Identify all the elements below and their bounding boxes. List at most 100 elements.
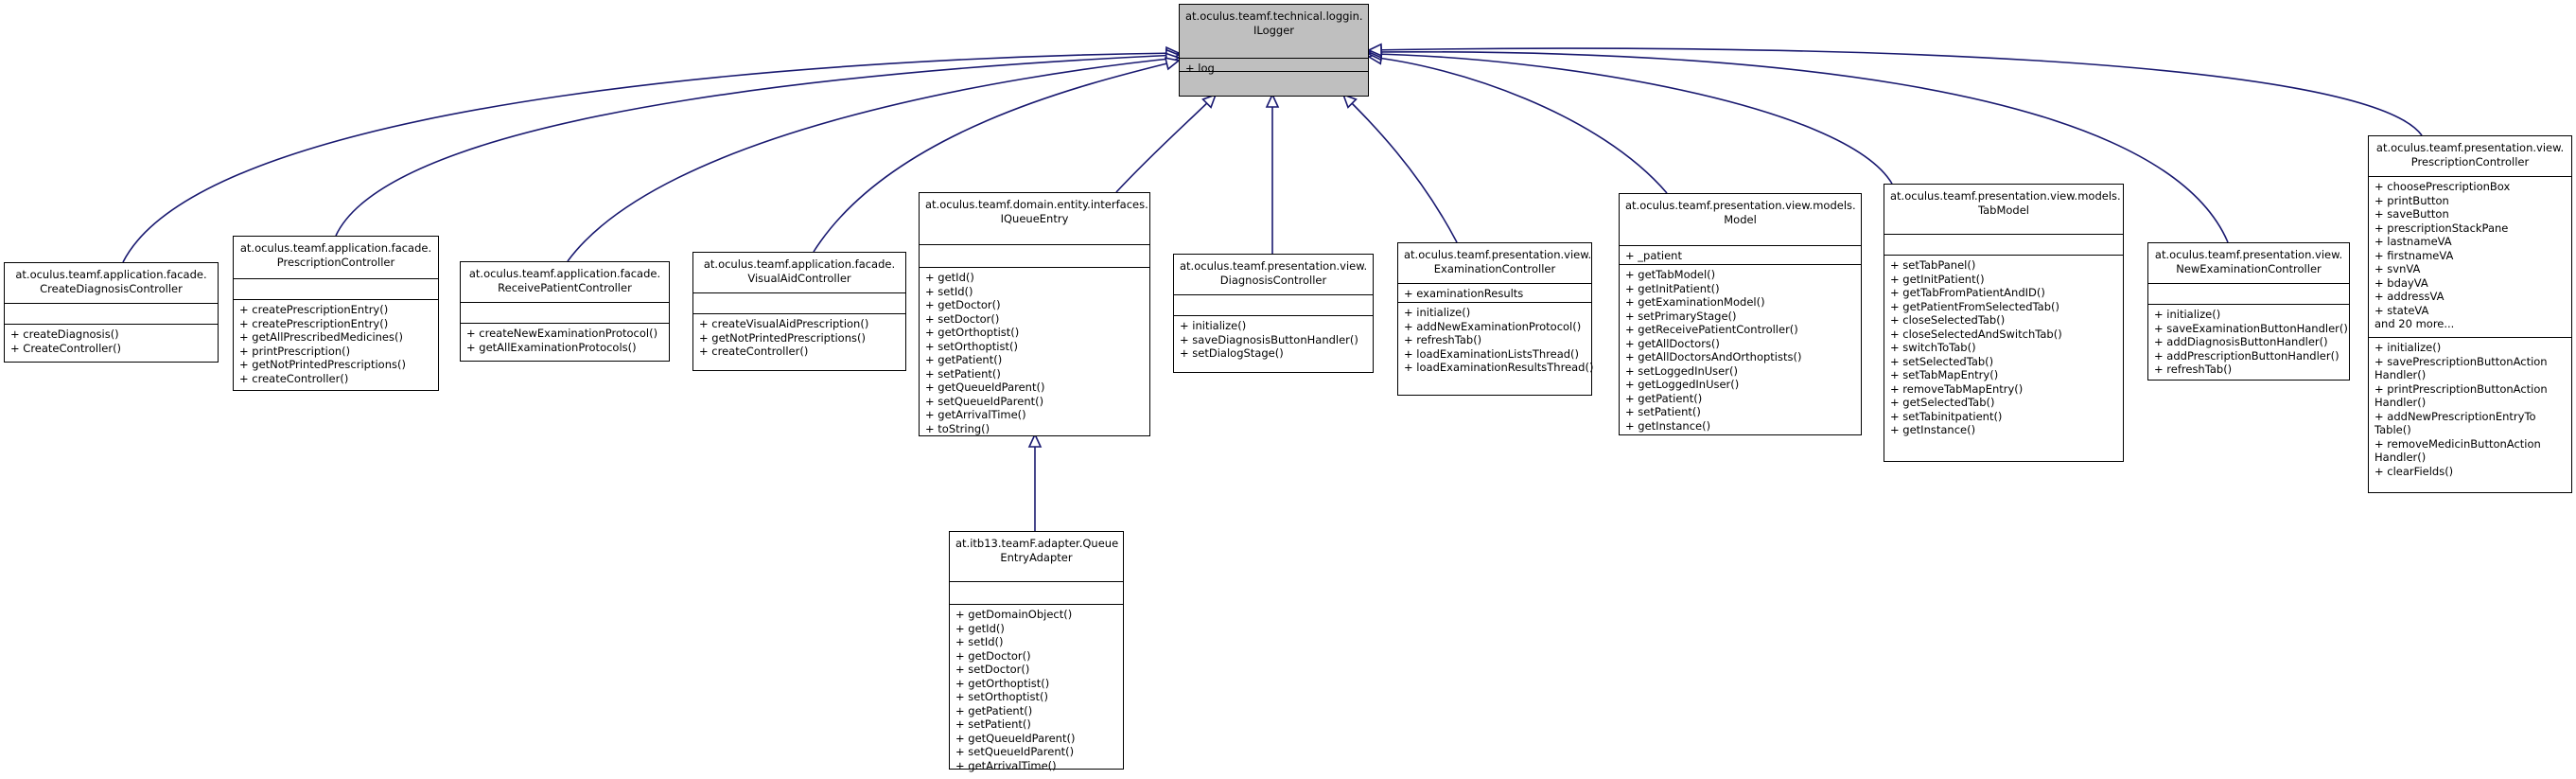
- class-box-receive-patient-controller[interactable]: at.oculus.teamf.application.facade.Recei…: [460, 261, 670, 362]
- operation-item: + setPatient(): [955, 717, 1031, 731]
- class-box-ilogger[interactable]: at.oculus.teamf.technical.loggin.ILogger…: [1179, 4, 1369, 97]
- class-title-line: ExaminationController: [1433, 261, 1556, 275]
- class-title: at.oculus.teamf.application.facade.Recei…: [461, 262, 669, 302]
- edge-prescription-controller-view-to-ilogger: [1368, 47, 2423, 136]
- class-title: at.oculus.teamf.domain.entity.interfaces…: [920, 193, 1149, 244]
- operation-item: + initialize(): [1404, 306, 1471, 319]
- class-operations: [1180, 71, 1368, 96]
- operation-item: + createVisualAidPrescription(): [699, 317, 869, 330]
- class-box-new-examination-controller[interactable]: at.oculus.teamf.presentation.view.NewExa…: [2147, 242, 2350, 381]
- class-box-prescription-controller-facade[interactable]: at.oculus.teamf.application.facade.Presc…: [233, 236, 439, 391]
- class-box-prescription-controller-view[interactable]: at.oculus.teamf.presentation.view.Prescr…: [2368, 135, 2572, 493]
- class-box-create-diagnosis-controller[interactable]: at.oculus.teamf.application.facade.Creat…: [4, 262, 219, 363]
- class-title-line: at.oculus.teamf.presentation.view.: [1180, 259, 1368, 273]
- operation-item: + setSelectedTab(): [1890, 354, 1994, 368]
- class-title: at.oculus.teamf.presentation.view.models…: [1884, 185, 2123, 234]
- attribute-item: + addressVA: [2374, 290, 2445, 303]
- operation-item: + loadExaminationListsThread(): [1404, 346, 1580, 361]
- operation-item: + getDomainObject(): [955, 608, 1073, 621]
- operation-item: + getDoctor(): [955, 648, 1031, 663]
- class-title-line: TabModel: [1978, 203, 2029, 217]
- operation-item: + getExaminationModel(): [1625, 295, 1765, 309]
- class-title: at.oculus.teamf.presentation.view.Diagno…: [1174, 255, 1373, 294]
- class-box-iqueue-entry[interactable]: at.oculus.teamf.domain.entity.interfaces…: [919, 192, 1150, 436]
- operation-item: + savePrescriptionButtonAction: [2374, 354, 2548, 368]
- class-title: at.oculus.teamf.presentation.view.Prescr…: [2369, 136, 2571, 176]
- class-operations: + getDomainObject()+ getId()+ setId()+ g…: [950, 604, 1123, 772]
- realization-arrowhead: [1027, 433, 1043, 448]
- class-operations: + initialize()+ saveExaminationButtonHan…: [2148, 304, 2349, 380]
- operation-item: Handler(): [2374, 368, 2427, 381]
- operation-item: + initialize(): [2154, 308, 2221, 321]
- edge-tab-model-to-ilogger: [1368, 53, 1893, 185]
- class-title-line: ReceivePatientController: [498, 280, 632, 294]
- class-attributes: [234, 278, 438, 299]
- operation-item: + getReceivePatientController(): [1625, 323, 1798, 336]
- attribute-item: and 20 more...: [2374, 317, 2455, 330]
- operation-item: + refreshTab(): [1404, 333, 1482, 346]
- operation-item: + closeSelectedAndSwitchTab(): [1890, 327, 2062, 341]
- attribute-item: + saveButton: [2374, 207, 2449, 221]
- operation-item: + setTabPanel(): [1890, 258, 1976, 272]
- realization-arrowhead: [1341, 93, 1358, 109]
- class-box-examination-controller[interactable]: at.oculus.teamf.presentation.view.Examin…: [1397, 242, 1593, 396]
- attribute-item: + examinationResults: [1404, 287, 1524, 300]
- operation-item: + createController(): [699, 345, 809, 358]
- edge-new-examination-controller-to-ilogger: [1368, 51, 2229, 243]
- operation-item: + getId(): [955, 621, 1005, 635]
- operation-item: + setOrthoptist(): [925, 339, 1018, 353]
- operation-item: + getLoggedInUser(): [1625, 378, 1740, 391]
- operation-item: + getNotPrintedPrescriptions(): [699, 330, 866, 345]
- class-title-line: at.oculus.teamf.technical.loggin.: [1185, 9, 1363, 23]
- class-title-line: at.oculus.teamf.presentation.view.: [2154, 248, 2343, 261]
- operation-item: + toString(): [925, 421, 990, 435]
- class-operations: + initialize()+ addNewExaminationProtoco…: [1398, 302, 1593, 395]
- class-title-line: CreateDiagnosisController: [40, 281, 183, 295]
- attribute-item: + lastnameVA: [2374, 235, 2452, 248]
- operation-item: + addPrescriptionButtonHandler(): [2154, 348, 2339, 363]
- operation-item: + getQueueIdParent(): [925, 381, 1045, 394]
- operation-item: Handler(): [2374, 396, 2427, 409]
- edge-model-to-ilogger: [1368, 56, 1668, 194]
- realization-arrowhead: [1367, 43, 1382, 58]
- class-title-line: at.oculus.teamf.presentation.view.: [1404, 248, 1592, 261]
- operation-item: + removeTabMapEntry(): [1890, 381, 2024, 396]
- class-attributes: [1884, 234, 2123, 255]
- class-attributes: [1174, 294, 1373, 315]
- operation-item: + initialize(): [2374, 341, 2442, 354]
- operation-item: + initialize(): [1180, 319, 1247, 332]
- operation-item: + setId(): [925, 284, 973, 298]
- class-box-model[interactable]: at.oculus.teamf.presentation.view.models…: [1619, 193, 1862, 435]
- operation-item: + refreshTab(): [2154, 363, 2233, 376]
- class-box-diagnosis-controller[interactable]: at.oculus.teamf.presentation.view.Diagno…: [1173, 254, 1374, 373]
- class-operations: + createNewExaminationProtocol()+ getAll…: [461, 323, 669, 361]
- operation-item: + getArrivalTime(): [955, 758, 1057, 772]
- operation-item: + getQueueIdParent(): [955, 731, 1076, 745]
- operation-item: + removeMedicinButtonAction: [2374, 436, 2541, 451]
- class-operations: + getId()+ setId()+ getDoctor()+ setDoct…: [920, 267, 1149, 435]
- class-title-line: at.oculus.teamf.domain.entity.interfaces…: [925, 198, 1148, 211]
- operation-item: + setPatient(): [1625, 405, 1701, 418]
- operation-item: + addDiagnosisButtonHandler(): [2154, 335, 2328, 348]
- class-title-line: ILogger: [1253, 23, 1295, 37]
- edge-examination-controller-to-ilogger: [1342, 94, 1458, 243]
- edge-receive-patient-controller-to-ilogger: [567, 57, 1180, 262]
- operation-item: + getId(): [925, 271, 974, 284]
- operation-item: + setTabMapEntry(): [1890, 368, 1999, 381]
- class-title-line: DiagnosisController: [1219, 273, 1327, 287]
- operation-item: + createPrescriptionEntry(): [239, 316, 389, 330]
- operation-item: + getTabModel(): [1625, 268, 1716, 281]
- class-box-visual-aid-controller[interactable]: at.oculus.teamf.application.facade.Visua…: [692, 252, 906, 371]
- class-box-tab-model[interactable]: at.oculus.teamf.presentation.view.models…: [1884, 184, 2124, 462]
- class-title-line: VisualAidController: [747, 271, 851, 285]
- class-title-line: at.oculus.teamf.presentation.view.models…: [1890, 189, 2121, 203]
- operation-item: + printPrescription(): [239, 344, 351, 358]
- operation-item: + getInitPatient(): [1890, 272, 1985, 286]
- operation-item: + createController(): [239, 371, 349, 385]
- operation-item: + getArrivalTime(): [925, 408, 1026, 421]
- operation-item: + setDialogStage(): [1180, 346, 1284, 360]
- operation-item: + switchToTab(): [1890, 341, 1976, 354]
- class-attributes: [950, 581, 1123, 604]
- class-attributes: [2148, 283, 2349, 304]
